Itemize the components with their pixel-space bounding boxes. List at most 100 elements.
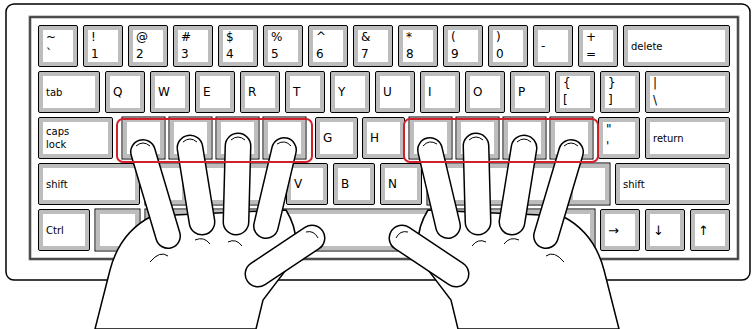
- blank-key: [239, 163, 281, 205]
- key-bevel: [553, 120, 590, 156]
- keyboard-key: !1: [83, 25, 123, 67]
- blank-key: [510, 209, 550, 251]
- key-label: delete: [631, 40, 722, 53]
- key-bevel: [148, 166, 184, 202]
- key-bevel: [195, 166, 231, 202]
- keyboard-key: ~`: [38, 25, 78, 67]
- key-bevel: [98, 212, 137, 248]
- blank-key: [122, 117, 165, 159]
- key-label: N: [388, 178, 414, 191]
- keyboard-key: %5: [263, 25, 303, 67]
- key-label: }: [608, 77, 632, 90]
- key-label: →: [608, 224, 632, 237]
- key-label: 2: [136, 48, 160, 61]
- key-label: 1: [91, 48, 115, 61]
- blank-key: [474, 163, 516, 205]
- keyboard-key: }]: [600, 71, 640, 113]
- key-label: ↓: [653, 224, 677, 237]
- blank-key: [555, 209, 595, 251]
- keyboard-key: +=: [578, 25, 618, 67]
- blank-key: [521, 163, 563, 205]
- keyboard-key: $4: [218, 25, 258, 67]
- key-label: 9: [451, 48, 475, 61]
- key-label: %: [271, 31, 295, 44]
- key-label: `: [46, 48, 70, 61]
- keyboard-key: G: [315, 117, 358, 159]
- home-row-highlight: [404, 119, 598, 162]
- keyboard-key: |\: [645, 71, 730, 113]
- key-label: Y: [338, 86, 362, 99]
- blank-key: [145, 209, 200, 251]
- keyboard-case: [6, 4, 750, 280]
- key-label: P: [518, 86, 542, 99]
- key-label: 6: [316, 48, 340, 61]
- key-label: $: [226, 31, 250, 44]
- key-bevel: [571, 166, 607, 202]
- keyboard-key: U: [375, 71, 415, 113]
- keyboard-key: V: [286, 163, 328, 205]
- key-label: H: [370, 132, 397, 145]
- blank-key: [192, 163, 234, 205]
- key-label: -: [541, 40, 565, 53]
- left-hand: [95, 137, 318, 329]
- blank-key: [550, 117, 593, 159]
- keyboard-key: H: [362, 117, 405, 159]
- keyboard-key: caps lock: [38, 117, 113, 159]
- key-label: 7: [361, 48, 385, 61]
- key-bevel: [219, 120, 256, 156]
- keyboard-key: "': [598, 117, 640, 159]
- space-bar: [205, 209, 505, 251]
- key-label: [: [563, 94, 587, 107]
- keyboard-key: I: [420, 71, 460, 113]
- keyboard-key: return: [645, 117, 730, 159]
- key-label: return: [653, 132, 722, 145]
- key-label: ^: [316, 31, 340, 44]
- key-label: Ctrl: [46, 224, 82, 237]
- key-label: =: [586, 48, 610, 61]
- keyboard-key: ↑: [690, 209, 730, 251]
- key-bevel: [477, 166, 513, 202]
- key-label: B: [341, 178, 367, 191]
- keyboard-key: {[: [555, 71, 595, 113]
- keyboard-key: T: [285, 71, 325, 113]
- key-bevel: [266, 120, 303, 156]
- key-bevel: [506, 120, 543, 156]
- keyboard-key: (9: [443, 25, 483, 67]
- key-bevel: [208, 212, 502, 248]
- keyboard-key: →: [600, 209, 640, 251]
- blank-key: [145, 163, 187, 205]
- keyboard-key: *8: [398, 25, 438, 67]
- blank-key: [409, 117, 452, 159]
- blank-key: [456, 117, 499, 159]
- key-bevel: [558, 212, 592, 248]
- keyboard-frame: [30, 17, 738, 259]
- key-bevel: [412, 120, 449, 156]
- keyboard-key: shift: [615, 163, 730, 205]
- blank-key: [503, 117, 546, 159]
- blank-key: [568, 163, 610, 205]
- right-hand: [396, 137, 619, 329]
- key-label: #: [181, 31, 205, 44]
- key-label: E: [203, 86, 227, 99]
- keyboard-frame-edge: [30, 17, 738, 259]
- key-label: W: [158, 86, 182, 99]
- key-label: ": [606, 123, 632, 136]
- key-label: caps lock: [46, 125, 78, 151]
- key-bevel: [148, 212, 197, 248]
- hidden-keys: [95, 117, 610, 251]
- key-bevel: [242, 166, 278, 202]
- key-label: !: [91, 31, 115, 44]
- keyboard-key: P: [510, 71, 550, 113]
- key-label: +: [586, 31, 610, 44]
- keyboard-key: Ctrl: [38, 209, 90, 251]
- key-bevel: [524, 166, 560, 202]
- key-label: R: [248, 86, 272, 99]
- blank-key: [216, 117, 259, 159]
- blank-key: [427, 163, 469, 205]
- keyboard-key: B: [333, 163, 375, 205]
- key-label: @: [136, 31, 160, 44]
- key-bevel: [459, 120, 496, 156]
- key-label: 5: [271, 48, 295, 61]
- key-label: O: [473, 86, 497, 99]
- keyboard-key: @2: [128, 25, 168, 67]
